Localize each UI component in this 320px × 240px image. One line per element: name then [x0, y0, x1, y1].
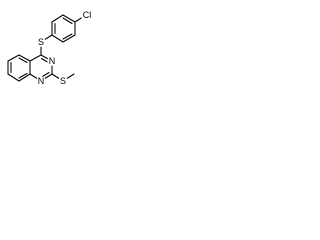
atom-labels: S Cl N N S: [36, 10, 93, 86]
bond-phenyl-inner-1: [62, 17, 73, 25]
chemical-structure: S Cl N N S: [7, 10, 93, 86]
bond-phenyl-2-3: [62, 14, 76, 23]
bond-phenyl-inner-2: [62, 33, 73, 40]
bond-phenyl-5-6: [51, 34, 64, 43]
atom-sulfur-methylthio: S: [58, 76, 68, 86]
atom-label-cl: Cl: [83, 10, 92, 20]
bond-benzo-inner-1: [18, 57, 28, 64]
bond-c7-c8: [7, 73, 20, 82]
bond-c5-c6: [7, 54, 20, 62]
atom-nitrogen-1: N: [36, 76, 46, 86]
bond-phenyl-1-2: [51, 14, 64, 23]
bonds: [7, 14, 87, 82]
atom-label-n1: N: [38, 76, 45, 86]
atom-chlorine: Cl: [81, 10, 93, 20]
atom-label-n3: N: [49, 56, 56, 66]
atom-label-s-bridge: S: [38, 37, 44, 47]
bond-benzo-inner-3: [18, 72, 28, 79]
bond-c4a-c4: [29, 54, 42, 62]
bond-c4a-c5: [18, 54, 31, 62]
atom-label-s-methylthio: S: [60, 76, 66, 86]
bond-c8-c8a: [18, 73, 31, 82]
atom-nitrogen-3: N: [47, 56, 57, 66]
bond-phenyl-4-5: [62, 34, 76, 43]
atom-sulfur-bridge: S: [36, 37, 46, 47]
